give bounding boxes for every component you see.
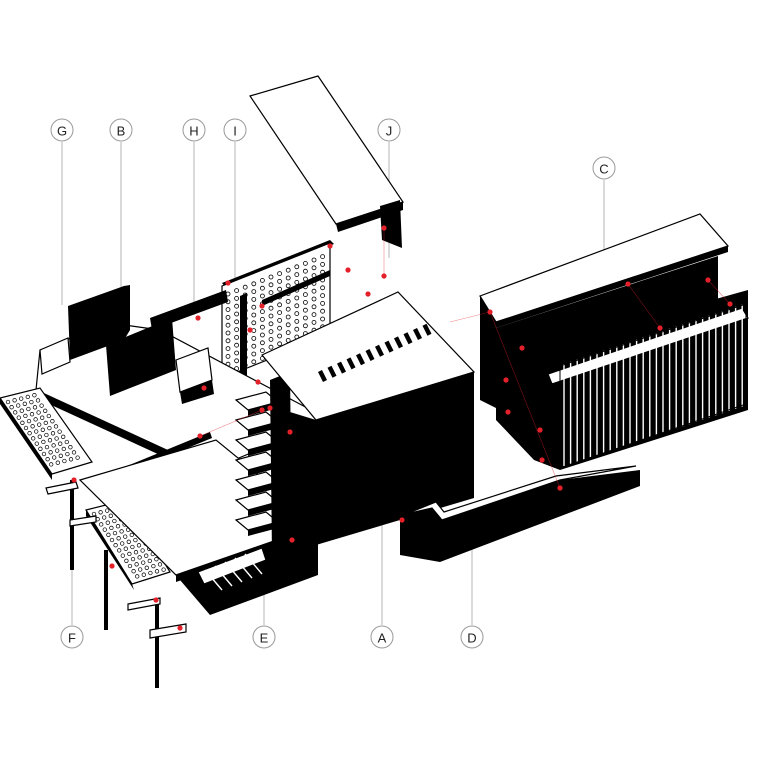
label-d: D [460,625,484,649]
label-text: J [386,124,393,139]
label-circle [60,625,84,649]
label-text: E [260,631,269,646]
label-c: C [592,156,616,180]
deck-perforations-upper [5,393,80,467]
ramp-railing-bars [563,304,743,466]
label-h: H [182,118,206,142]
label-circle [50,118,74,142]
label-b: B [109,118,133,142]
label-text: F [68,631,76,646]
label-circle [592,156,616,180]
component-d-ramp-base [400,465,640,562]
deck-perforations-lower [91,505,166,579]
connection-dots [71,225,733,631]
label-circle [370,625,394,649]
component-a-main-box [261,291,476,545]
connection-markers [71,225,733,631]
component-labels: G B H I J C F E A D [50,118,616,649]
label-e: E [252,625,276,649]
label-f: F [60,625,84,649]
interior-stair [234,372,292,556]
label-text: I [233,124,237,139]
component-h-bench [106,290,228,404]
label-circle [252,625,276,649]
component-e-stair-block [180,540,318,615]
label-circle [460,625,484,649]
label-text: D [467,631,476,646]
label-text: B [117,124,126,139]
label-j: J [377,118,401,142]
label-i: I [223,118,247,142]
label-g: G [50,118,74,142]
component-j-roof-slab [249,75,404,248]
label-circle [109,118,133,142]
component-f-perforated-decks [0,387,171,590]
label-circle [182,118,206,142]
label-text: G [57,124,67,139]
component-c-ramp-enclosure [479,213,749,470]
component-f-support-posts [45,480,187,688]
component-g-wall-panel [39,285,130,375]
label-text: A [378,631,387,646]
label-a: A [370,625,394,649]
label-circle [223,118,247,142]
screen-perforations [225,254,326,375]
label-text: C [599,162,608,177]
label-circle [377,118,401,142]
label-text: H [189,124,198,139]
roof-skylight-slots [318,323,432,382]
